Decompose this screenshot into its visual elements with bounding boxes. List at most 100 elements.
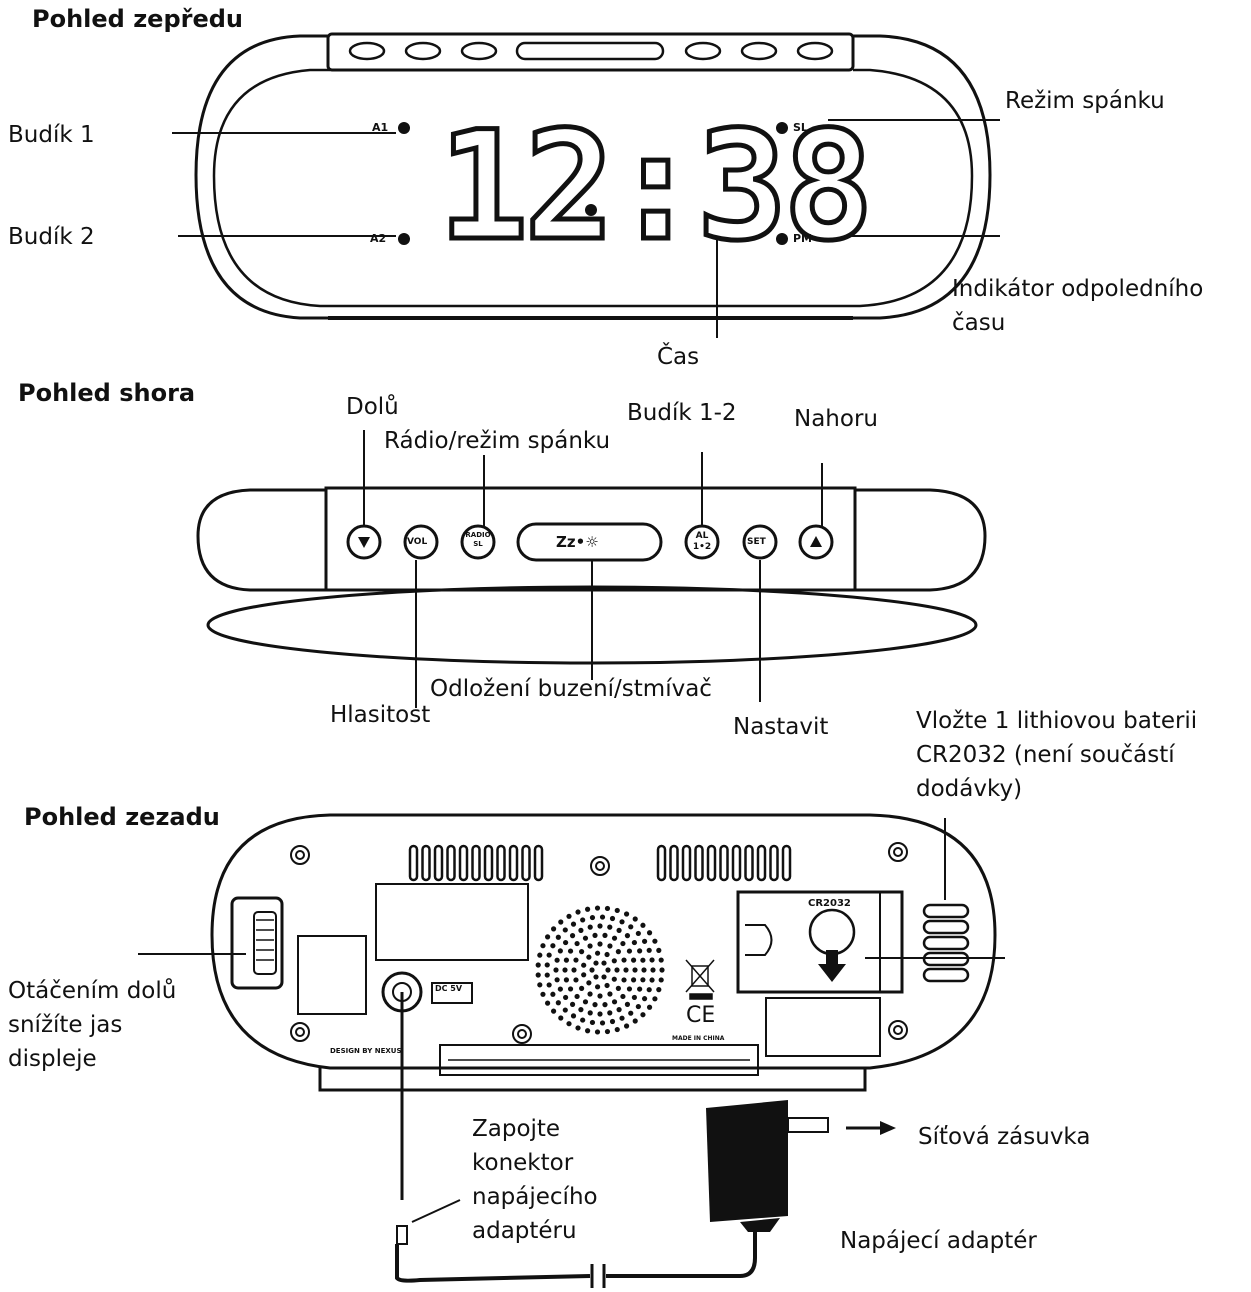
speaker-hole bbox=[579, 949, 585, 955]
vent-slot bbox=[719, 844, 729, 882]
label-battery: Vložte 1 lithiovou baterii CR2032 (není … bbox=[916, 708, 1198, 802]
speaker-hole bbox=[535, 972, 541, 978]
label-snooze-dimmer: Odložení buzení/stmívač bbox=[430, 676, 712, 702]
speaker-hole bbox=[626, 986, 633, 992]
speaker-hole bbox=[623, 911, 630, 917]
back-view-drawing bbox=[138, 813, 1005, 1288]
speaker-hole bbox=[611, 999, 618, 1005]
speaker-hole bbox=[602, 932, 608, 938]
speaker-hole bbox=[604, 951, 610, 958]
label-time: Čas bbox=[657, 344, 700, 370]
vent-slot bbox=[533, 844, 544, 882]
speaker-hole bbox=[646, 930, 653, 936]
speaker-hole bbox=[646, 1004, 653, 1010]
speaker-hole bbox=[640, 922, 646, 928]
speaker-hole bbox=[570, 921, 577, 927]
display-time: 12:38 bbox=[436, 100, 877, 274]
vent-slot bbox=[408, 844, 419, 882]
speaker-hole bbox=[614, 907, 620, 914]
speaker-hole bbox=[566, 913, 572, 919]
front-view-drawing bbox=[172, 32, 1000, 338]
speaker-hole bbox=[555, 1000, 561, 1006]
speaker-hole bbox=[658, 957, 664, 963]
speaker-hole bbox=[652, 996, 658, 1002]
label-down: Dolů bbox=[346, 394, 399, 420]
speaker-hole bbox=[575, 1025, 581, 1031]
speaker-hole bbox=[566, 1021, 572, 1027]
speaker-hole bbox=[578, 1007, 584, 1013]
speaker-hole bbox=[550, 926, 557, 932]
button-radio-sl: RADIO SL bbox=[465, 531, 491, 548]
speaker-hole bbox=[558, 1015, 564, 1021]
speaker-hole bbox=[607, 943, 613, 949]
speaker-hole bbox=[535, 962, 541, 968]
design-by-mark: DESIGN BY NEXUS bbox=[330, 1047, 402, 1055]
vent-slot bbox=[521, 844, 531, 882]
vent-slot bbox=[483, 844, 494, 882]
button-vol: VOL bbox=[407, 537, 428, 547]
vent-slot bbox=[781, 844, 792, 882]
vent-slot bbox=[433, 844, 444, 882]
speaker-hole bbox=[658, 977, 664, 983]
speaker-hole bbox=[630, 957, 637, 963]
button-al12: AL 1•2 bbox=[692, 531, 712, 552]
speaker-hole bbox=[593, 960, 599, 966]
speaker-hole bbox=[557, 986, 563, 992]
speaker-hole bbox=[573, 957, 579, 963]
speaker-hole bbox=[649, 977, 655, 983]
speaker-hole bbox=[646, 947, 652, 953]
speaker-hole bbox=[597, 923, 603, 929]
speaker-hole bbox=[562, 927, 568, 933]
speaker-hole bbox=[635, 930, 641, 937]
label-alarm1: Budík 1 bbox=[8, 122, 95, 148]
speaker-hole bbox=[602, 1002, 608, 1008]
battery-compartment-label: CR2032 bbox=[808, 898, 851, 909]
speaker-hole bbox=[586, 980, 592, 986]
speaker-hole bbox=[589, 967, 595, 973]
led-a2-label: A2 bbox=[370, 232, 387, 245]
speaker-hole bbox=[563, 977, 570, 983]
speaker-hole bbox=[574, 993, 580, 1000]
speaker-hole bbox=[611, 935, 618, 941]
speaker-hole bbox=[615, 949, 621, 955]
speaker-hole bbox=[640, 957, 646, 963]
speaker-hole bbox=[604, 982, 610, 989]
speaker-hole bbox=[659, 967, 665, 973]
speaker-hole bbox=[555, 934, 561, 940]
speaker-hole bbox=[599, 914, 606, 920]
speaker-hole bbox=[599, 1020, 606, 1026]
speaker-hole bbox=[620, 993, 626, 1000]
vent-slot bbox=[421, 844, 431, 882]
speaker-hole bbox=[611, 976, 617, 982]
speaker-hole bbox=[594, 905, 601, 911]
speaker-hole bbox=[574, 940, 580, 947]
speaker-hole bbox=[578, 927, 584, 933]
vent-slot bbox=[769, 844, 779, 882]
speaker-hole bbox=[656, 987, 662, 993]
speaker-hole bbox=[652, 938, 658, 944]
section-title-back: Pohled zezadu bbox=[24, 803, 220, 831]
speaker-hole bbox=[569, 932, 576, 939]
speaker-hole bbox=[569, 1001, 576, 1008]
vent-slot bbox=[694, 844, 704, 882]
speaker-hole bbox=[614, 1026, 620, 1033]
label-sleep-mode: Režim spánku bbox=[1005, 88, 1165, 114]
led-pm-label: PM bbox=[793, 232, 813, 245]
speaker-hole bbox=[601, 974, 607, 980]
speaker-hole bbox=[641, 938, 648, 944]
speaker-hole bbox=[607, 1010, 613, 1016]
speaker-hole bbox=[586, 954, 592, 960]
speaker-hole bbox=[582, 935, 589, 941]
speaker-hole bbox=[589, 1019, 596, 1026]
vent-slot bbox=[731, 844, 742, 882]
speaker-hole bbox=[632, 1018, 638, 1024]
vent-slot bbox=[681, 844, 692, 882]
speaker-hole bbox=[592, 932, 598, 938]
speaker-hole bbox=[616, 927, 622, 933]
led-sl-label: SL bbox=[793, 121, 808, 134]
vent-slot bbox=[656, 844, 667, 882]
speaker-hole bbox=[620, 940, 626, 947]
speaker-hole bbox=[607, 991, 613, 997]
label-alarm12: Budík 1-2 bbox=[627, 400, 737, 426]
speaker-hole bbox=[640, 1012, 646, 1018]
